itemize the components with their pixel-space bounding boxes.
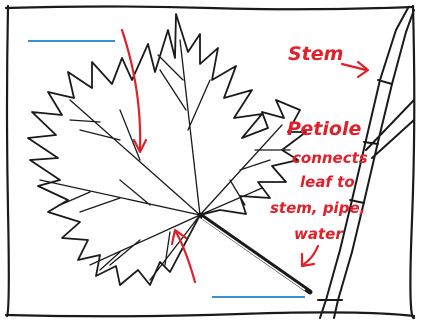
- arrow-petiole: [304, 246, 318, 264]
- petiole-desc-line-1: connects: [292, 149, 368, 167]
- petiole-label: Petiole: [287, 118, 361, 140]
- petiole-desc-line-2: leaf to: [300, 173, 355, 191]
- petiole-desc-line-4: water: [294, 225, 344, 243]
- stem-label: Stem: [288, 43, 343, 65]
- petiole-desc-line-3: stem, pipe,: [270, 199, 365, 217]
